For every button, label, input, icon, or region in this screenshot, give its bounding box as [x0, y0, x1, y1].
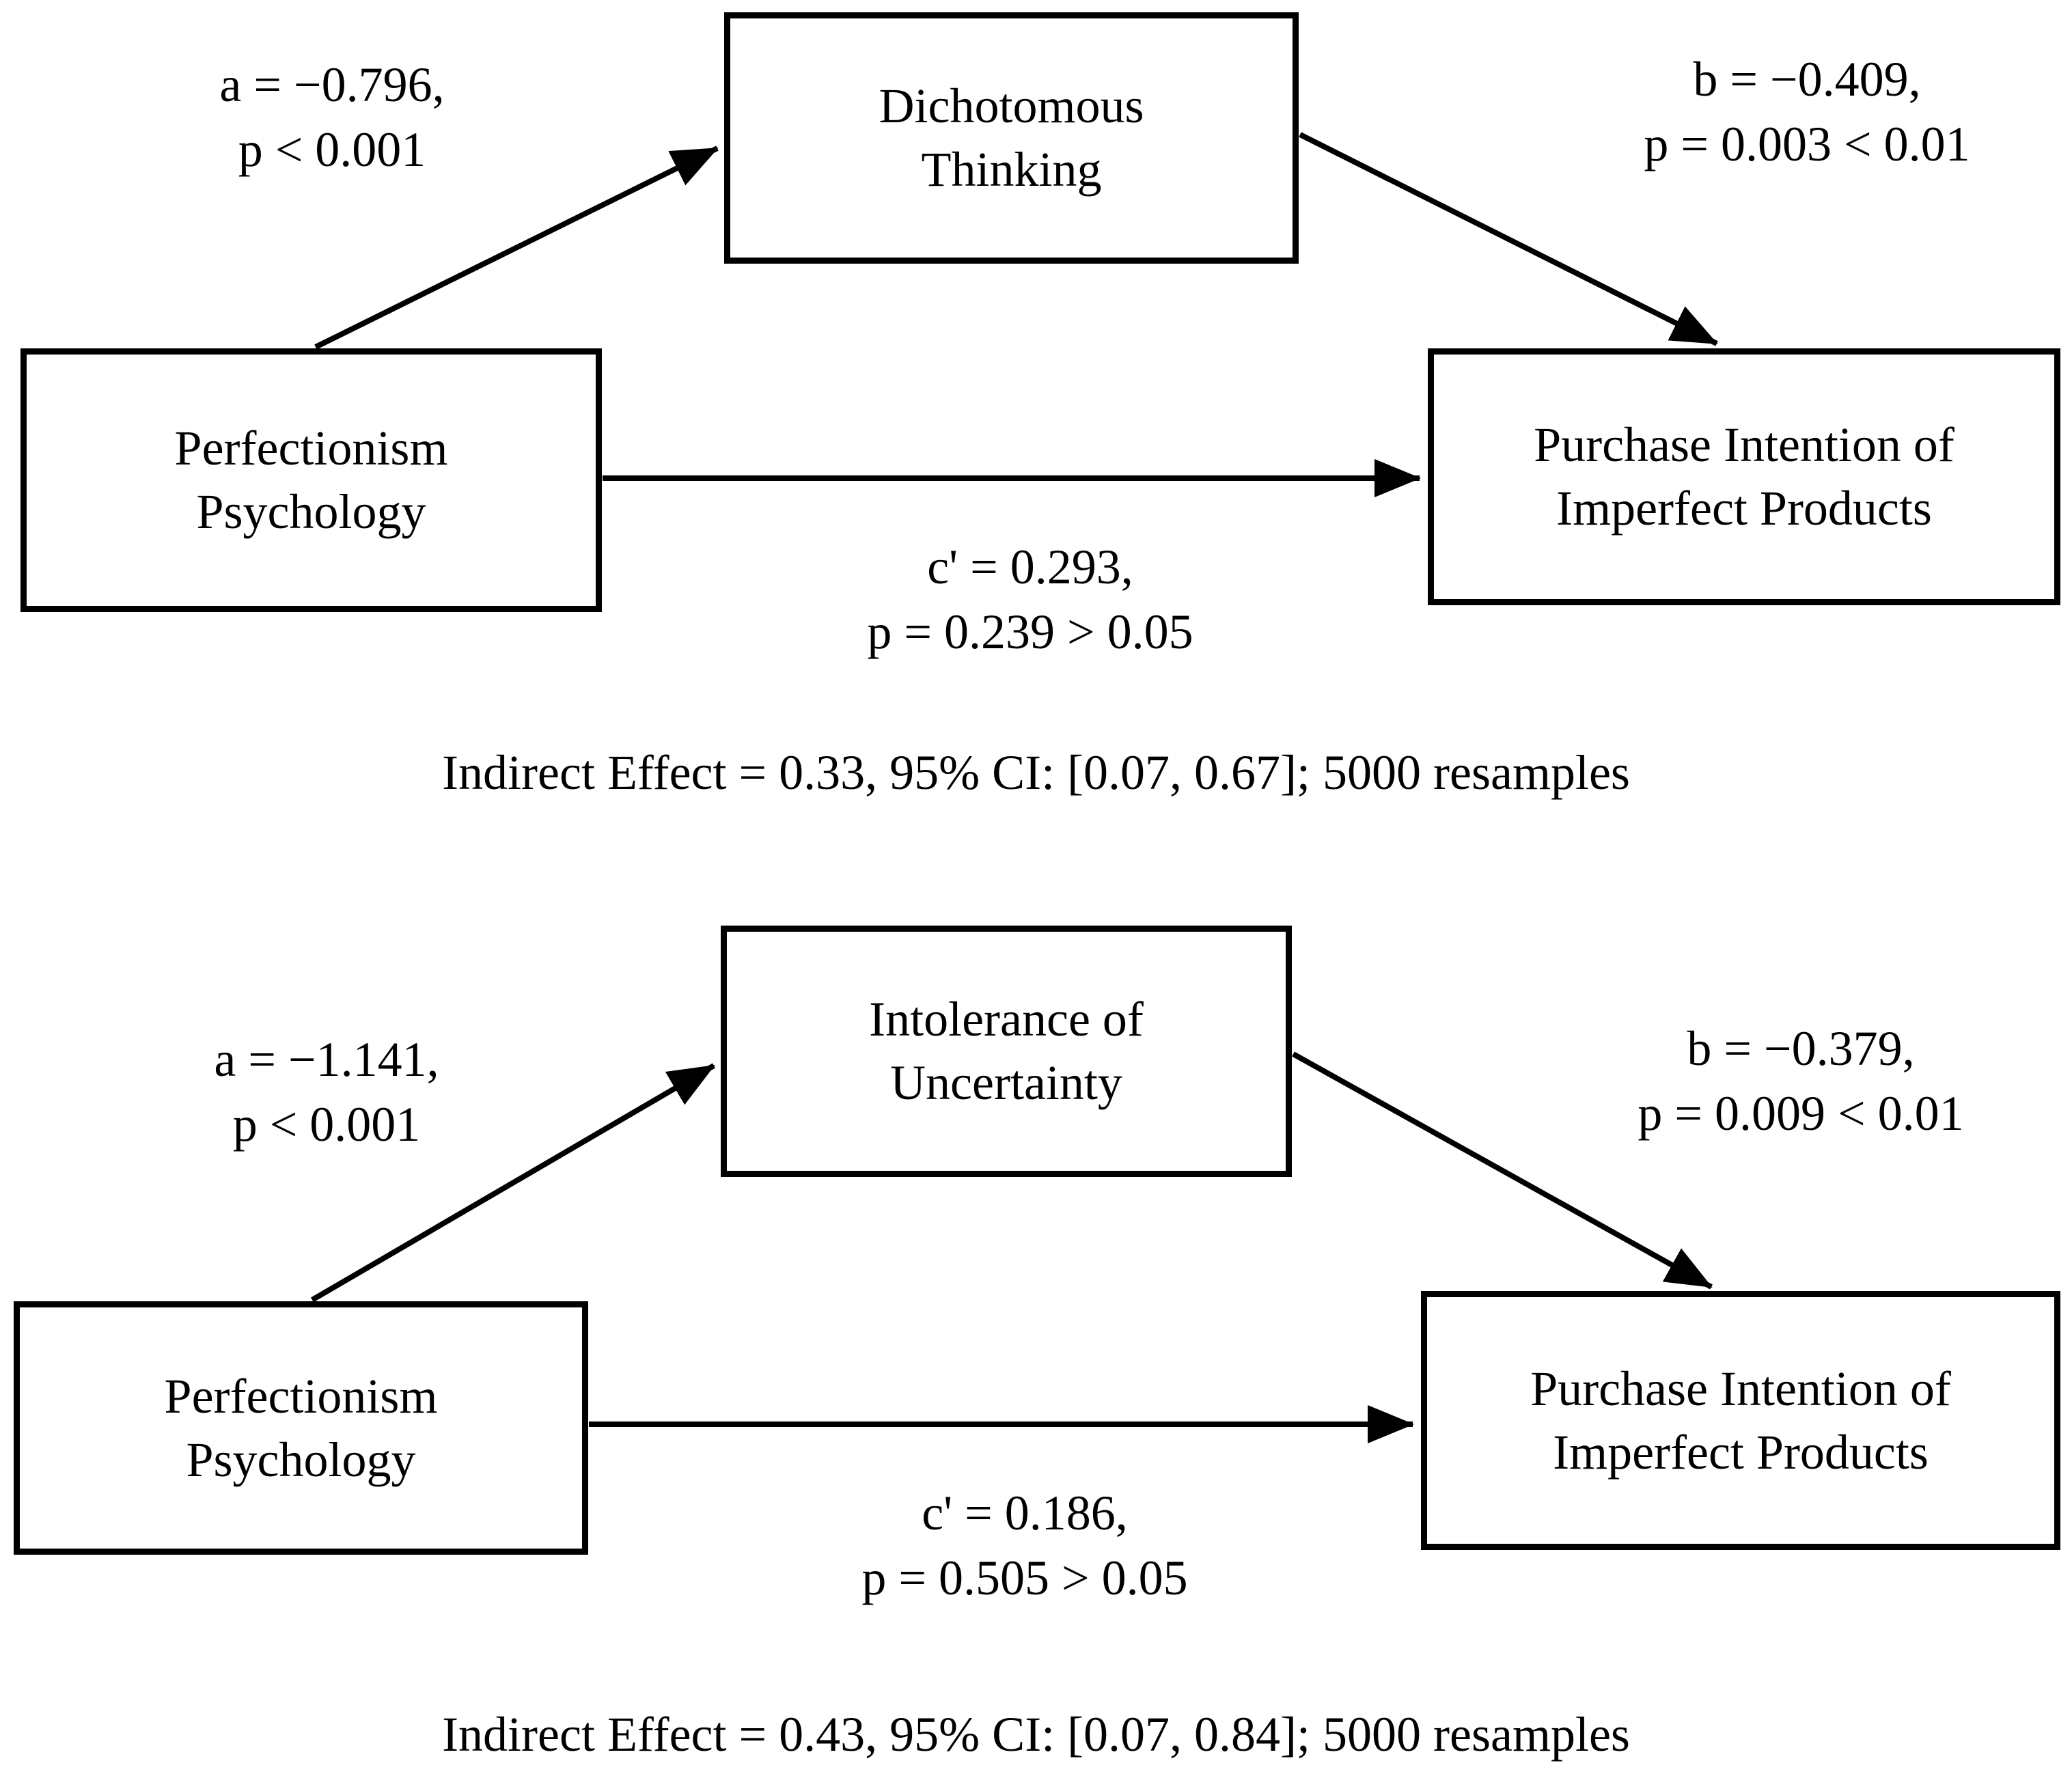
d2-path-a-arrow	[310, 1063, 716, 1303]
path-a-pvalue: p < 0.001	[232, 1097, 421, 1152]
path-b-estimate: b = −0.379,	[1687, 1021, 1915, 1076]
path-a-estimate: a = −0.796,	[219, 57, 445, 112]
outcome-box-purchase-intention: Purchase Intention of Imperfect Products	[1421, 1291, 2060, 1550]
predictor-box-perfectionism: Perfectionism Psychology	[20, 348, 602, 612]
path-c-prime-coefficient-label: c' = 0.293, p = 0.239 > 0.05	[818, 535, 1242, 665]
outcome-label-line2: Imperfect Products	[1553, 1424, 1929, 1480]
path-a-coefficient-label: a = −0.796, p < 0.001	[120, 53, 544, 182]
mediator-label-line2: Uncertainty	[890, 1055, 1122, 1110]
predictor-box-perfectionism: Perfectionism Psychology	[14, 1301, 588, 1555]
d2-path-b-arrow	[1292, 1051, 1713, 1290]
path-c-prime-coefficient-label: c' = 0.186, p = 0.505 > 0.05	[813, 1481, 1237, 1611]
outcome-box-purchase-intention: Purchase Intention of Imperfect Products	[1428, 348, 2060, 605]
mediator-label-line1: Intolerance of	[869, 992, 1144, 1046]
mediator-label-line1: Dichotomous	[879, 79, 1144, 133]
path-c-prime-pvalue: p = 0.505 > 0.05	[861, 1551, 1188, 1605]
path-b-pvalue: p = 0.009 < 0.01	[1638, 1086, 1964, 1141]
indirect-effect-note: Indirect Effect = 0.33, 95% CI: [0.07, 0…	[442, 745, 1630, 800]
path-c-prime-estimate: c' = 0.186,	[922, 1486, 1128, 1540]
d1-path-b-arrow	[1299, 132, 1718, 346]
path-c-prime-estimate: c' = 0.293,	[927, 540, 1133, 594]
predictor-label-line2: Psychology	[186, 1432, 416, 1487]
path-a-coefficient-label: a = −1.141, p < 0.001	[115, 1027, 538, 1157]
path-b-pvalue: p = 0.003 < 0.01	[1644, 117, 1970, 171]
path-b-coefficient-label: b = −0.409, p = 0.003 < 0.01	[1595, 47, 2019, 177]
indirect-effect-note: Indirect Effect = 0.43, 95% CI: [0.07, 0…	[442, 1707, 1630, 1762]
mediator-box-dichotomous-thinking: Dichotomous Thinking	[724, 12, 1299, 264]
path-a-estimate: a = −1.141,	[214, 1032, 439, 1087]
predictor-label-line1: Perfectionism	[174, 421, 448, 475]
outcome-label-line1: Purchase Intention of	[1534, 417, 1954, 472]
predictor-label-line2: Psychology	[196, 484, 426, 539]
d1-path-a-arrow	[314, 145, 719, 350]
predictor-label-line1: Perfectionism	[164, 1368, 438, 1424]
outcome-label-line2: Imperfect Products	[1556, 481, 1932, 536]
outcome-label-line1: Purchase Intention of	[1530, 1361, 1951, 1416]
path-b-estimate: b = −0.409,	[1693, 52, 1921, 107]
path-c-prime-pvalue: p = 0.239 > 0.05	[867, 605, 1193, 659]
mediator-label-line2: Thinking	[921, 142, 1102, 197]
path-b-coefficient-label: b = −0.379, p = 0.009 < 0.01	[1589, 1016, 2013, 1146]
mediator-box-intolerance-of-uncertainty: Intolerance of Uncertainty	[721, 926, 1292, 1177]
path-a-pvalue: p < 0.001	[238, 122, 426, 177]
